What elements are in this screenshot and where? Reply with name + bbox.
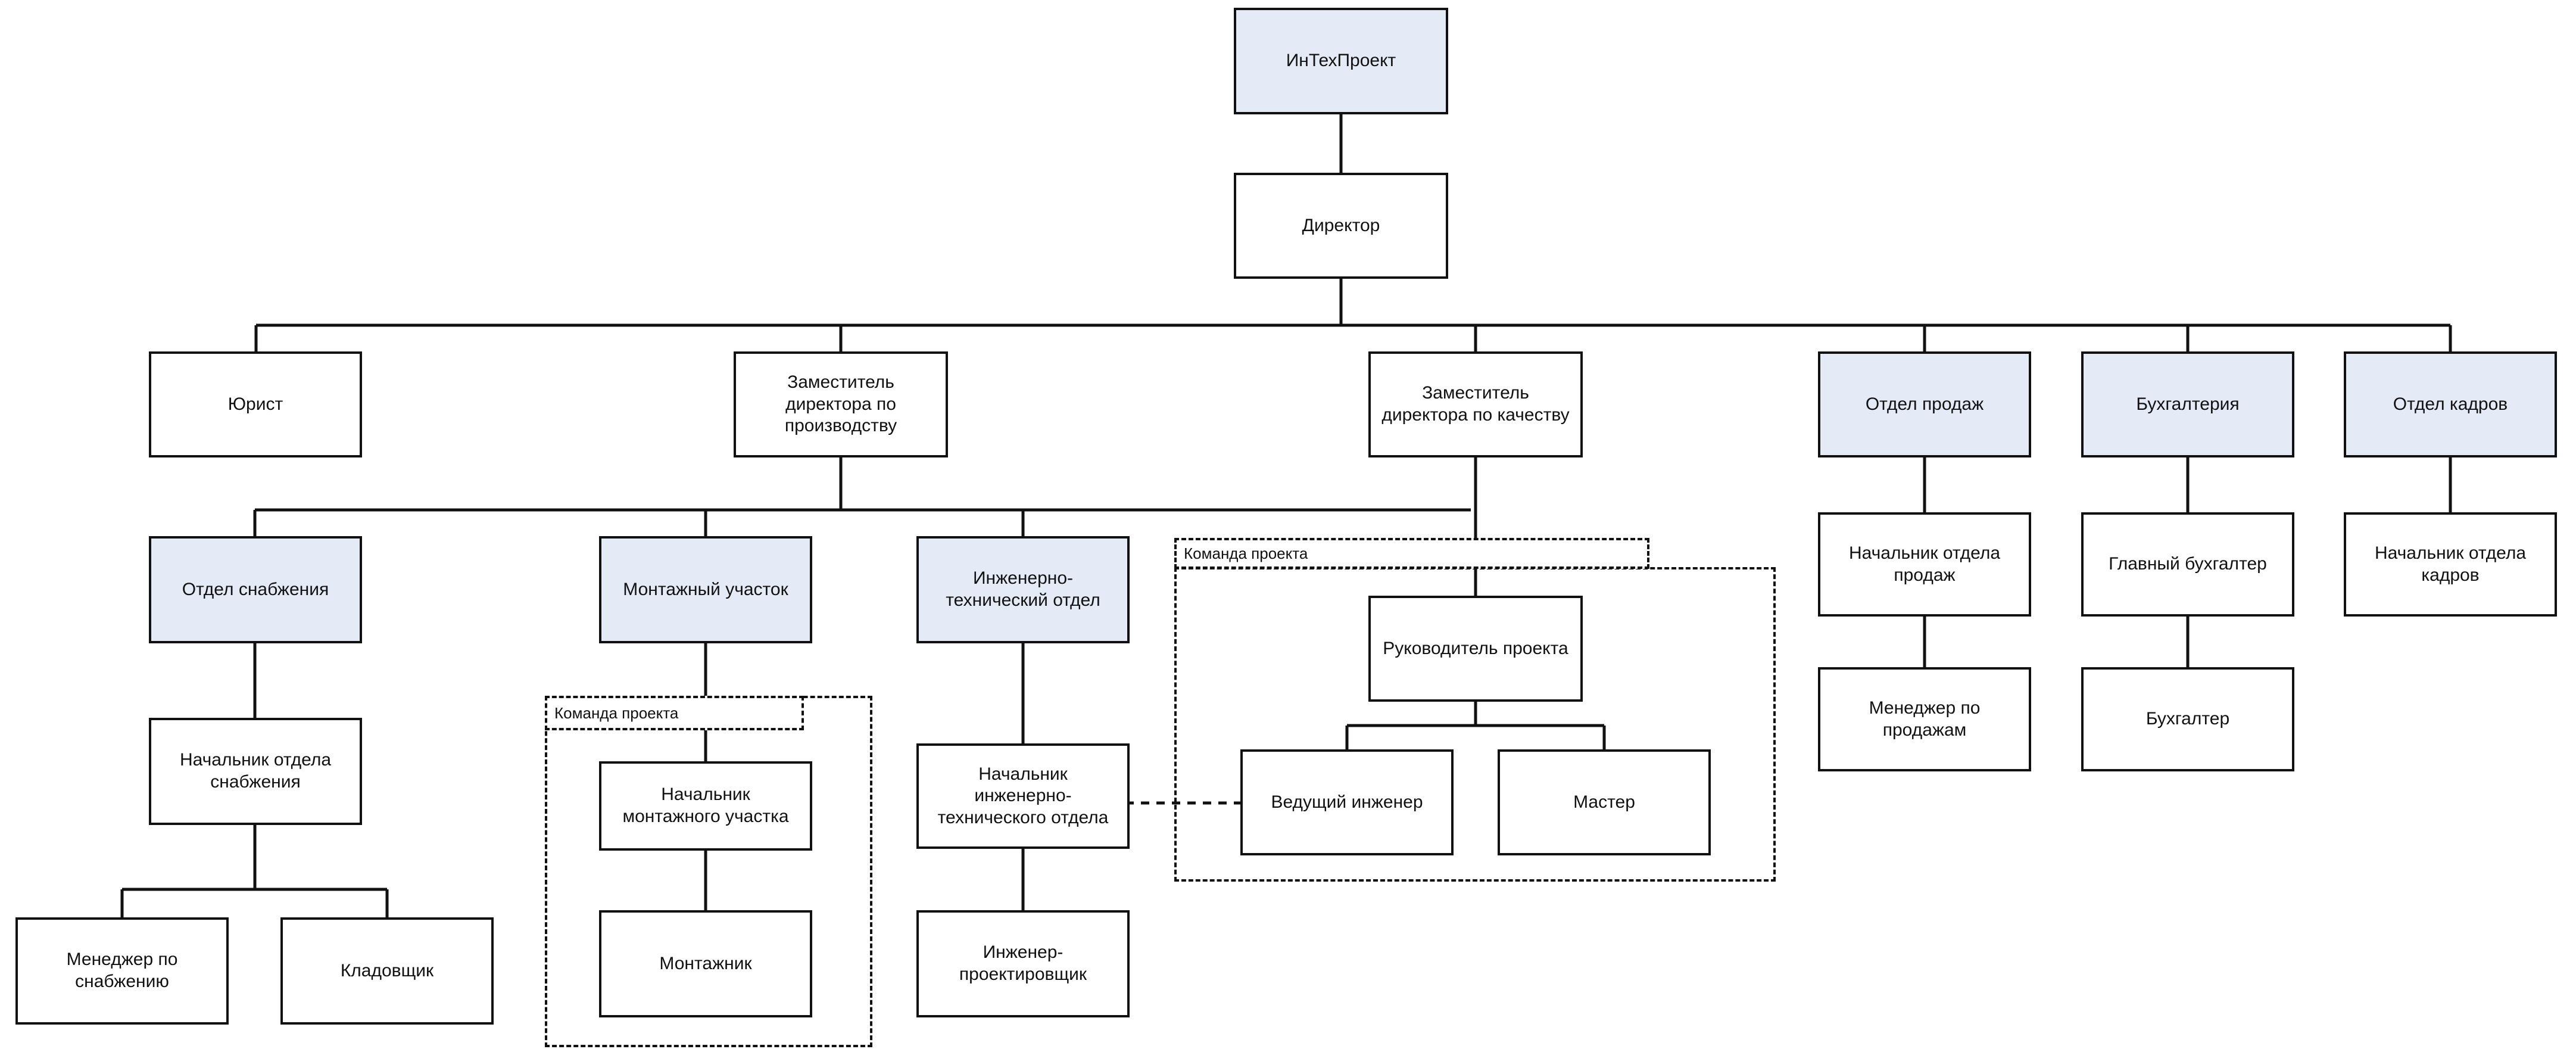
node-storekeeper[interactable]: Кладовщик — [280, 917, 494, 1025]
node-accounting-dept[interactable]: Бухгалтерия — [2081, 351, 2294, 457]
node-sales-dept[interactable]: Отдел продаж — [1818, 351, 2031, 457]
node-assembly-site[interactable]: Монтажный участок — [599, 536, 812, 643]
group-tab-team-left: Команда проекта — [545, 696, 804, 730]
node-engineering-dept[interactable]: Инженерно- технический отдел — [916, 536, 1130, 643]
node-hr-dept[interactable]: Отдел кадров — [2344, 351, 2557, 457]
node-assembler[interactable]: Монтажник — [599, 910, 812, 1017]
group-tab-team-right: Команда проекта — [1174, 538, 1649, 569]
node-engineering-head[interactable]: Начальник инженерно- технического отдела — [916, 743, 1130, 849]
node-sales-head[interactable]: Начальник отдела продаж — [1818, 512, 2031, 617]
node-project-manager[interactable]: Руководитель проекта — [1368, 596, 1583, 702]
node-assembly-head[interactable]: Начальник монтажного участка — [599, 761, 812, 851]
node-deputy-production[interactable]: Заместитель директора по производству — [734, 351, 948, 457]
node-chief-accountant[interactable]: Главный бухгалтер — [2081, 512, 2294, 617]
node-deputy-quality[interactable]: Заместитель директора по качеству — [1368, 351, 1583, 457]
node-director[interactable]: Директор — [1234, 173, 1448, 279]
group-tab-label: Команда проекта — [554, 704, 679, 722]
node-supply-dept[interactable]: Отдел снабжения — [149, 536, 362, 643]
node-lead-engineer[interactable]: Ведущий инженер — [1240, 749, 1454, 855]
node-sales-manager[interactable]: Менеджер по продажам — [1818, 667, 2031, 771]
node-supply-manager[interactable]: Менеджер по снабжению — [15, 917, 229, 1025]
node-design-engineer[interactable]: Инженер- проектировщик — [916, 910, 1130, 1017]
node-lawyer[interactable]: Юрист — [149, 351, 362, 457]
node-supply-head[interactable]: Начальник отдела снабжения — [149, 718, 362, 825]
group-tab-label: Команда проекта — [1184, 544, 1308, 562]
node-accountant[interactable]: Бухгалтер — [2081, 667, 2294, 771]
node-hr-head[interactable]: Начальник отдела кадров — [2344, 512, 2557, 617]
node-root[interactable]: ИнТехПроект — [1234, 8, 1448, 114]
node-foreman[interactable]: Мастер — [1498, 749, 1711, 855]
